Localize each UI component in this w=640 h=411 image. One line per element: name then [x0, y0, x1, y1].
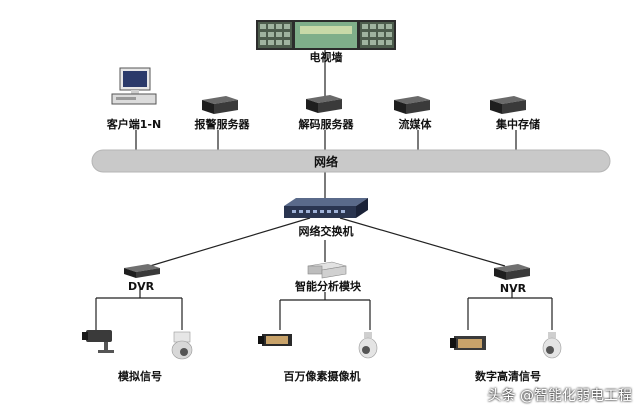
dome-camera-icon: [171, 331, 193, 360]
central-storage-label: 集中存储: [496, 118, 540, 131]
connection-lines: [95, 50, 553, 330]
streaming-server-icon: [394, 96, 430, 114]
network-switch-icon: [284, 198, 368, 218]
streaming-label: 流媒体: [398, 118, 432, 131]
video-wall-icon: [256, 20, 396, 50]
network-bus: [91, 149, 611, 173]
storage-server-icon: [490, 96, 526, 114]
nvr-label: NVR: [499, 282, 527, 295]
computer-icon: [111, 67, 157, 105]
megapixel-dome-camera-icon: [358, 332, 378, 359]
bullet-camera-icon: [82, 330, 114, 353]
analog-signal-label: 模拟信号: [118, 370, 162, 383]
alarm-server-label: 报警服务器: [194, 118, 250, 131]
nvr-icon: [494, 264, 530, 280]
digital-hd-signal-label: 数字高清信号: [475, 370, 541, 383]
smart-analysis-label: 智能分析模块: [295, 280, 361, 293]
smart-analysis-icon: [307, 261, 347, 279]
hd-bullet-camera-icon: [450, 336, 486, 350]
megapixel-bullet-camera-icon: [258, 334, 292, 346]
client-label: 客户端1-N: [106, 118, 162, 131]
switch-label: 网络交换机: [298, 225, 354, 238]
dvr-label: DVR: [127, 280, 155, 293]
hd-dome-camera-icon: [542, 332, 562, 359]
dvr-icon: [124, 264, 160, 278]
alarm-server-icon: [202, 96, 238, 114]
video-wall-label: 电视墙: [309, 51, 343, 64]
megapixel-camera-label: 百万像素摄像机: [283, 370, 361, 383]
decode-server-icon: [306, 95, 342, 113]
decode-server-label: 解码服务器: [298, 118, 354, 131]
watermark: 头条 @智能化弱电工程: [487, 388, 632, 404]
network-label: 网络: [313, 155, 339, 169]
